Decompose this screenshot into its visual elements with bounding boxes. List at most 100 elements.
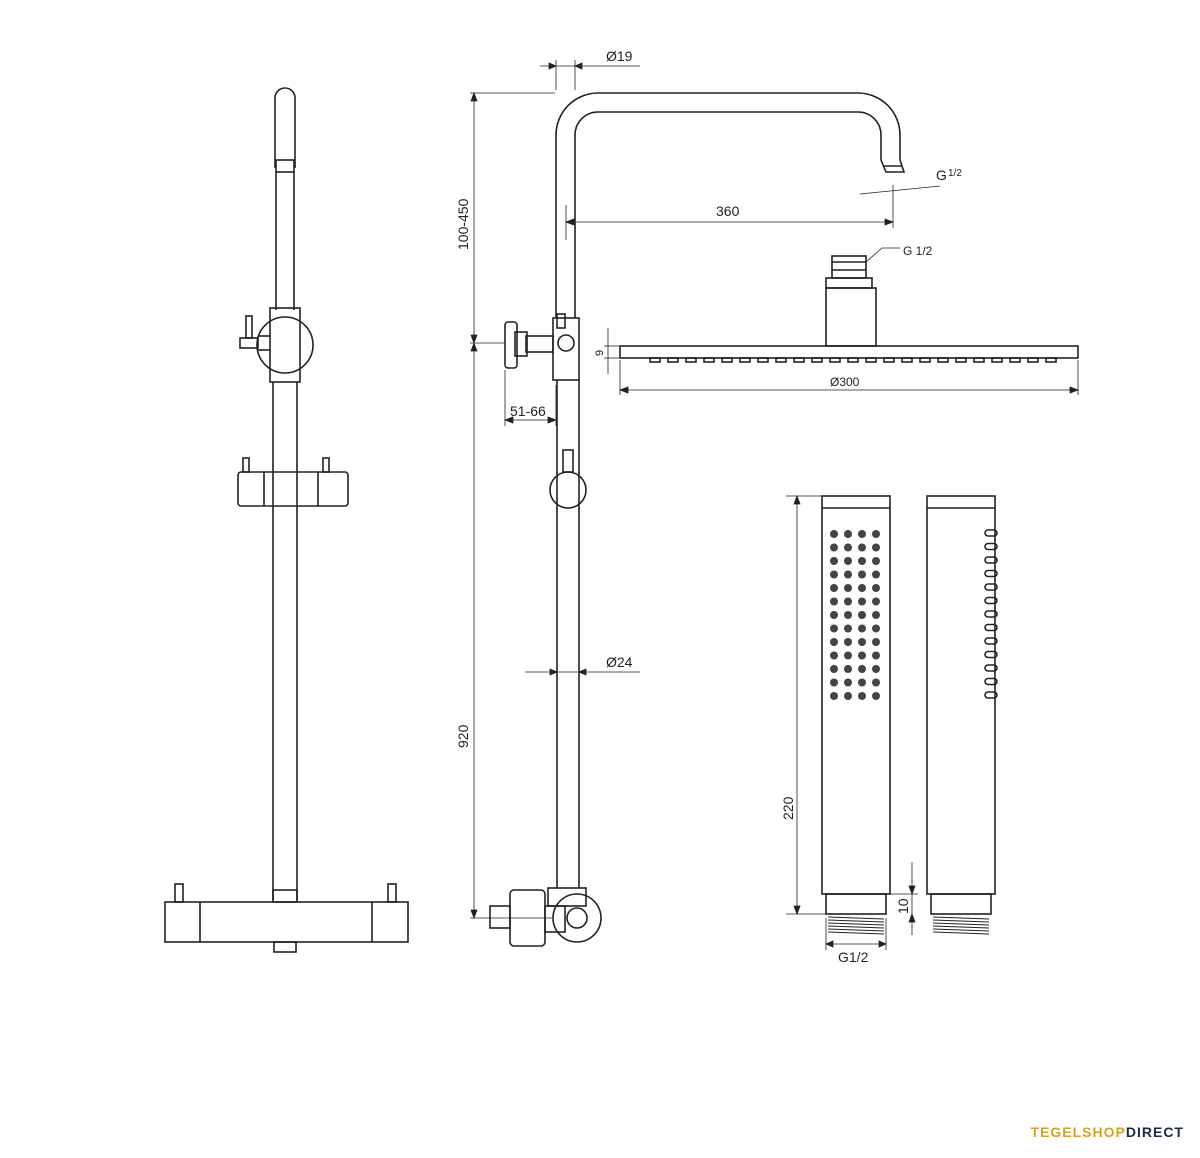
nozzle: [757, 357, 769, 363]
side-nozzle: [984, 664, 998, 672]
nozzle: [703, 357, 715, 363]
side-nozzle: [984, 529, 998, 537]
dim-head-thread: G 1/2: [903, 244, 933, 258]
rain-shower-head: [619, 255, 1079, 363]
nozzle: [793, 357, 805, 363]
brand-logo: TEGELSHOPDIRECT: [1031, 1124, 1184, 1140]
spray-dot: [844, 678, 852, 687]
side-view-shower-column: [489, 92, 906, 947]
spray-dot: [858, 570, 866, 579]
spray-dot: [830, 557, 838, 565]
nozzle: [775, 357, 787, 363]
spray-dot: [872, 692, 880, 700]
dim-arm-reach: 360: [716, 203, 740, 219]
spray-dot: [844, 611, 852, 619]
spray-dot: [858, 665, 866, 673]
spray-dot: [872, 624, 880, 633]
spray-dot: [872, 611, 880, 619]
dim-hand-thread-length: 10: [895, 898, 911, 914]
spray-dot: [858, 611, 866, 619]
spray-dot: [830, 638, 838, 646]
nozzle: [649, 357, 661, 363]
hand-shower-front-view: [821, 495, 891, 935]
side-nozzle: [984, 542, 998, 551]
hand-shower-side-thread: [932, 916, 990, 935]
spray-dot: [858, 692, 866, 700]
spray-dot: [872, 543, 880, 552]
spray-dot: [844, 570, 852, 579]
spray-dot: [844, 665, 852, 673]
dim-head-thickness: 9: [594, 350, 606, 356]
dim-column-height: 920: [455, 724, 471, 748]
thread-line: [827, 925, 885, 929]
nozzle: [1027, 357, 1039, 363]
spray-dot: [830, 678, 838, 687]
nozzle: [667, 357, 679, 363]
thread-line: [932, 931, 990, 935]
spray-dot: [830, 611, 838, 619]
side-nozzle: [984, 569, 998, 578]
nozzle: [811, 357, 823, 363]
nozzle: [829, 357, 841, 363]
thread-line: [932, 919, 990, 923]
nozzle: [955, 357, 967, 363]
nozzle: [739, 357, 751, 363]
spray-dot: [872, 638, 880, 646]
dim-wall-offset: 51-66: [510, 403, 546, 419]
side-nozzle: [984, 650, 998, 659]
thread-line: [827, 931, 885, 935]
thread-line: [932, 916, 990, 920]
spray-dot: [858, 678, 866, 687]
nozzle: [991, 357, 1003, 363]
spray-dot: [872, 557, 880, 565]
spray-dot: [844, 624, 852, 633]
nozzle: [1009, 357, 1021, 363]
hand-shower-side-view: [926, 495, 998, 935]
spray-dot: [858, 624, 866, 633]
front-view-shower-column: [164, 87, 409, 953]
spray-dot: [844, 651, 852, 660]
thread-line: [827, 916, 885, 920]
dim-pipe-diameter: Ø19: [606, 48, 633, 64]
spray-dot: [872, 651, 880, 660]
dim-rail-diameter: Ø24: [606, 654, 633, 670]
dim-arm-thread: G: [936, 167, 947, 183]
spray-dot: [858, 638, 866, 646]
hand-shower-thread: [827, 916, 885, 935]
spray-dot: [830, 584, 838, 592]
dim-height-adjust: 100-450: [455, 198, 471, 250]
rain-head-nozzles: [649, 357, 1057, 363]
hand-shower-spray-nozzles: [830, 530, 880, 700]
spray-dot: [872, 678, 880, 687]
nozzle: [919, 357, 931, 363]
spray-dot: [844, 597, 852, 606]
spray-dot: [872, 530, 880, 538]
spray-dot: [872, 570, 880, 579]
side-nozzle: [984, 596, 998, 605]
nozzle: [721, 357, 733, 363]
nozzle: [973, 357, 985, 363]
spray-dot: [844, 584, 852, 592]
spray-dot: [858, 530, 866, 538]
spray-dot: [844, 543, 852, 552]
side-nozzle: [984, 623, 998, 632]
dim-hand-thread: G1/2: [838, 949, 869, 965]
thread-line: [827, 928, 885, 932]
spray-dot: [830, 624, 838, 633]
spray-dot: [830, 543, 838, 552]
thread-line: [827, 919, 885, 923]
spray-dot: [830, 651, 838, 660]
spray-dot: [830, 570, 838, 579]
hand-shower-side-nozzles: [984, 529, 998, 699]
spray-dot: [830, 597, 838, 606]
spray-dot: [844, 557, 852, 565]
side-nozzle: [984, 610, 998, 618]
spray-dot: [858, 584, 866, 592]
spray-dot: [844, 530, 852, 538]
spray-dot: [830, 530, 838, 538]
spray-dot: [872, 665, 880, 673]
thread-line: [932, 928, 990, 932]
thread-line: [827, 922, 885, 926]
brand-part-1: TEGELSHOP: [1030, 1124, 1126, 1140]
